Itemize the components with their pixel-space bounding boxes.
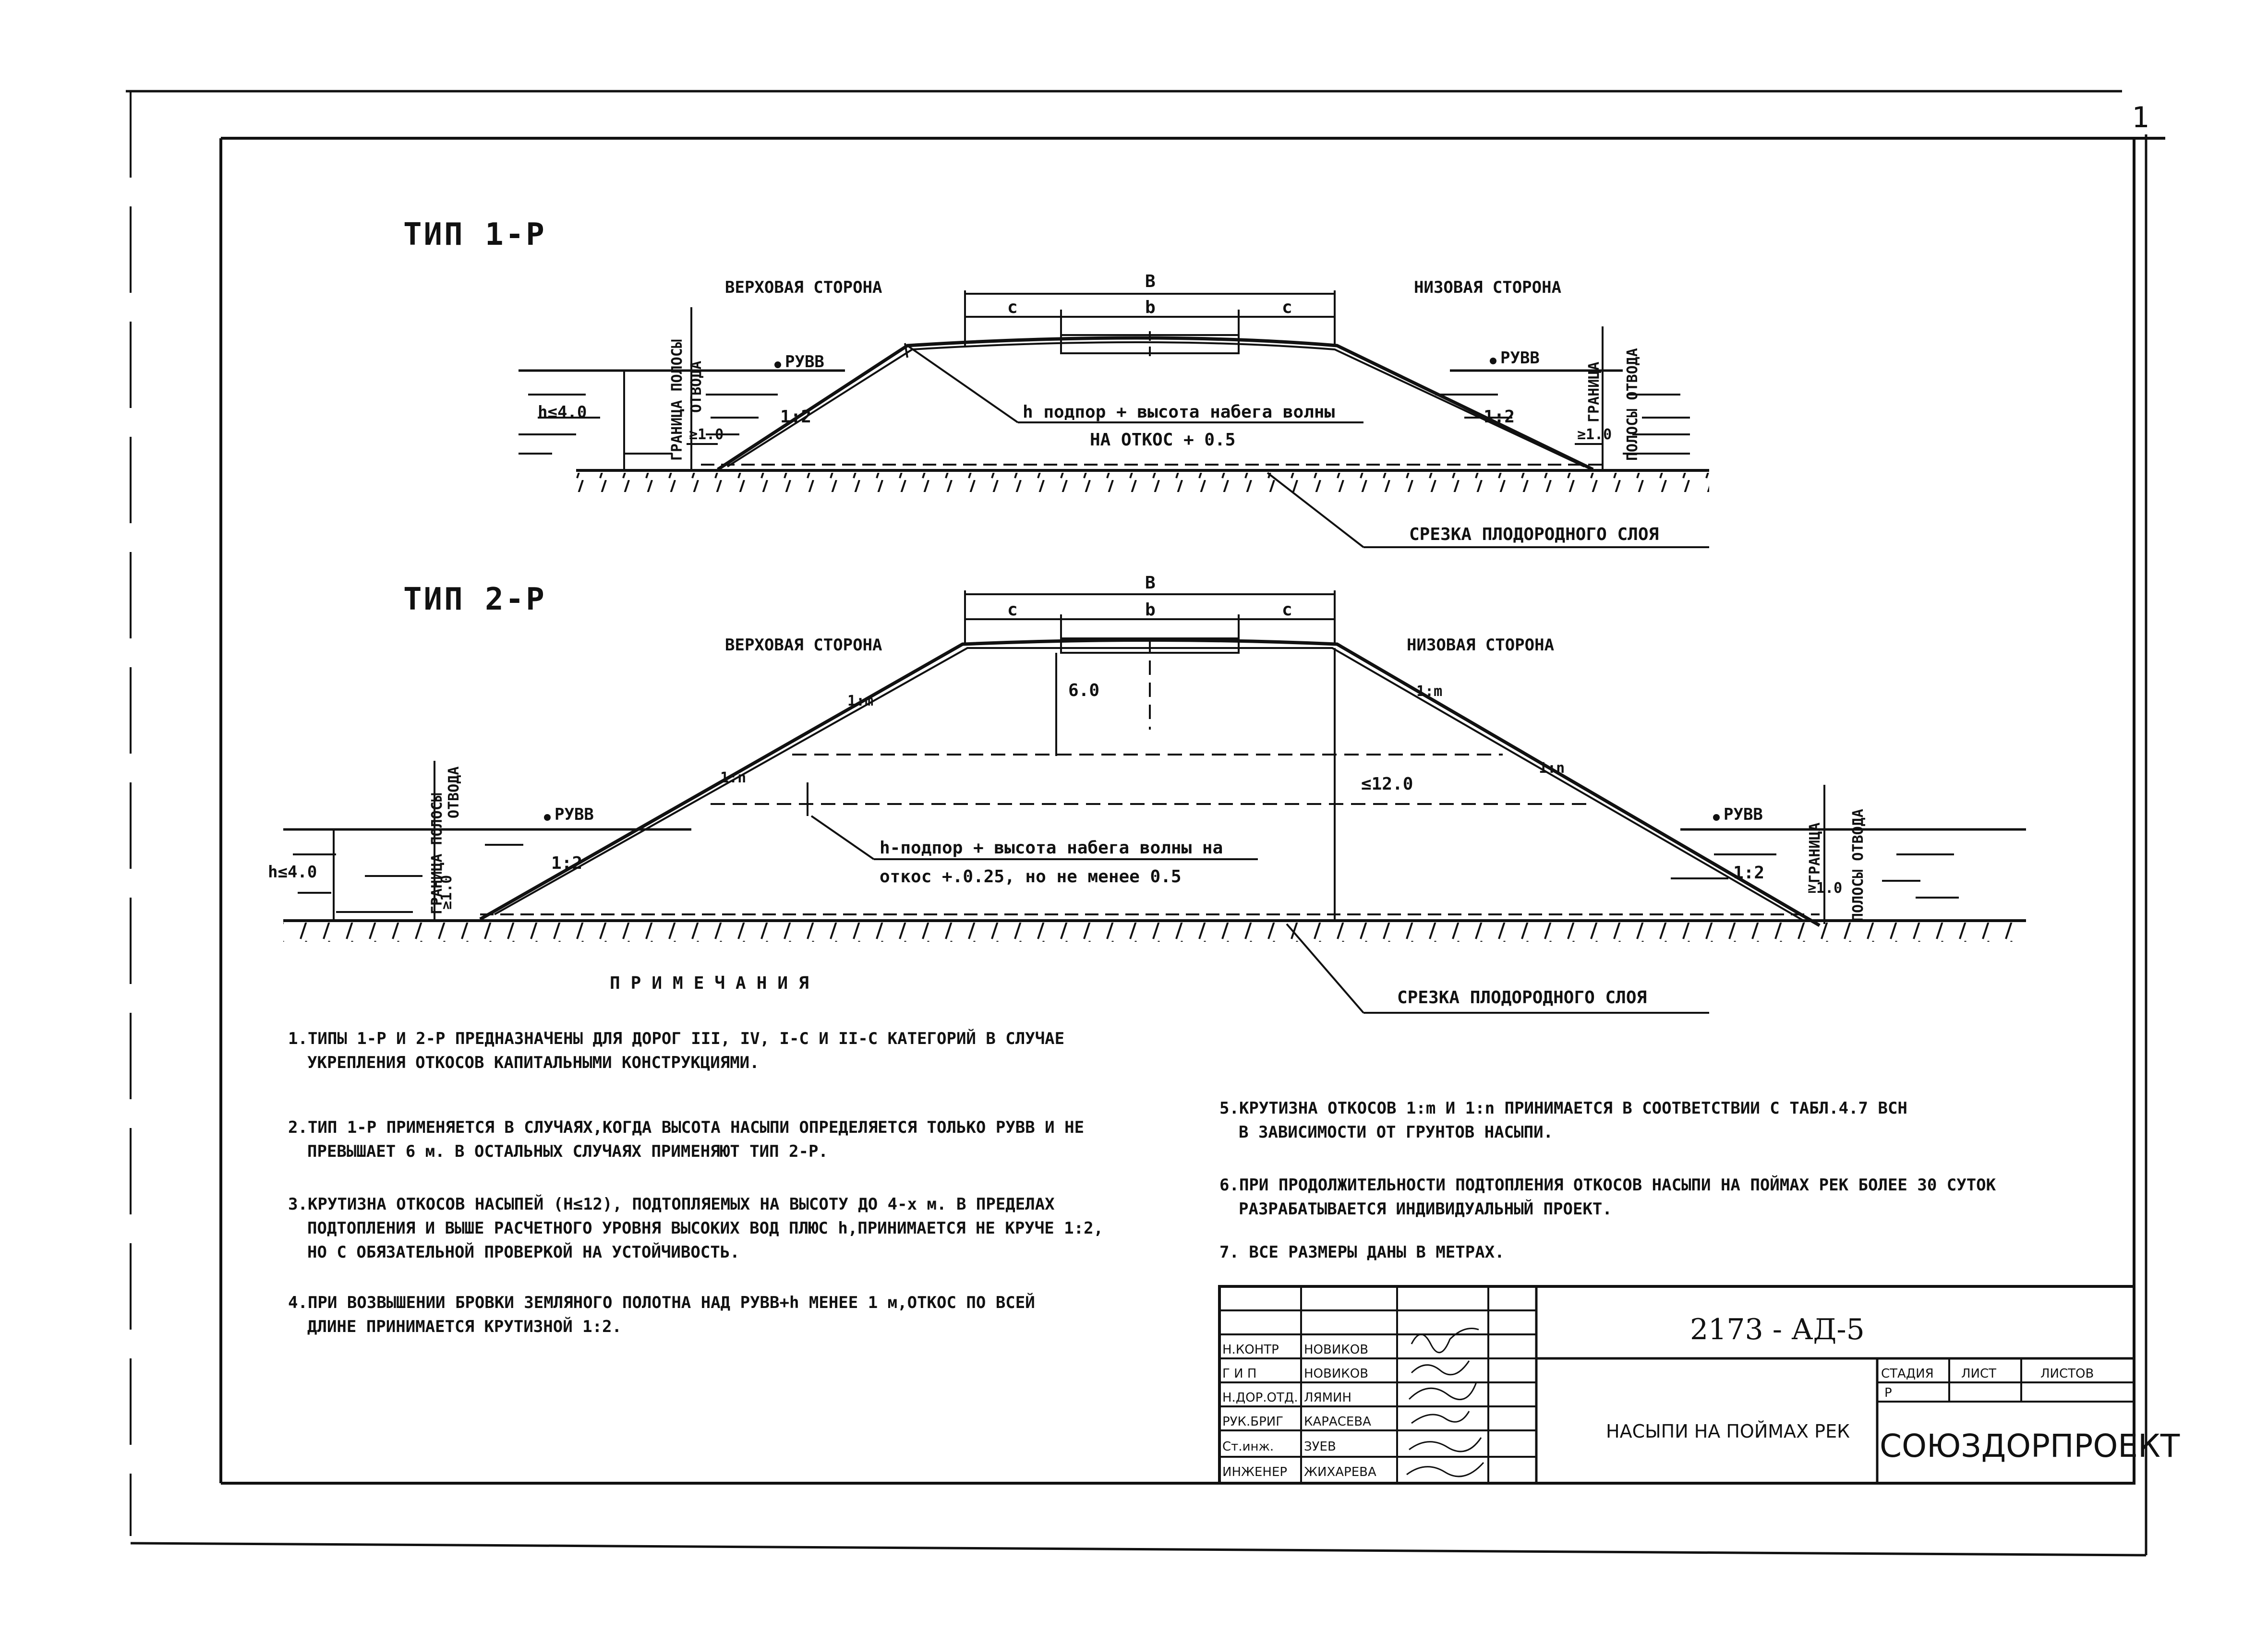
type2-water-right: РУВВ ≥1.0 ГРАНИЦА ПОЛОСЫ ОТВОДА: [1671, 785, 2026, 924]
type2-water-left: РУВВ h≤4.0 ≥1.0 ГРАНИЦА ПОЛОСЫ ОТВОДА: [268, 761, 691, 919]
stamp-name-3: ЛЯМИН: [1304, 1391, 1351, 1405]
type1-water-right: РУВВ 1:2 ≥1.0 ГРАНИЦА ПОЛОСЫ ОТВОДА: [1436, 326, 1690, 470]
note-5-line-1: 5.КРУТИЗНА ОТКОСОВ 1:m И 1:n ПРИНИМАЕТСЯ…: [1219, 1099, 1907, 1118]
type2-min-left: ≥1.0: [438, 875, 455, 910]
stamp-name-1: НОВИКОВ: [1304, 1343, 1368, 1357]
type2-callout-1: h-подпор + высота набега волны на: [880, 838, 1223, 858]
type2-soil-cut: СРЕЗКА ПЛОДОРОДНОГО СЛОЯ: [1397, 988, 1647, 1008]
signature-marks: [1406, 1328, 1484, 1477]
type2-title: ТИП 2-Р: [403, 582, 546, 617]
type2-slope-2-right: 1:2: [1733, 863, 1764, 883]
type1-boundary-right-2: ПОЛОСЫ ОТВОДА: [1624, 348, 1641, 461]
type2-slope-m-left: 1:m: [847, 693, 873, 709]
stamp-role-4: РУК.БРИГ: [1222, 1415, 1283, 1429]
type2-downstream-label: НИЗОВАЯ СТОРОНА: [1407, 636, 1554, 655]
type2-c-right-label: с: [1282, 600, 1292, 620]
type2-width-dimension: В с b с: [964, 573, 1336, 646]
stamp-name-4: КАРАСЕВА: [1304, 1415, 1371, 1429]
type2-slope-n-right: 1:n: [1539, 760, 1565, 777]
stamp-role-3: Н.ДОР.ОТД.: [1222, 1391, 1298, 1405]
outer-frame: [126, 90, 2147, 1557]
stamp-name-5: ЗУЕВ: [1304, 1440, 1336, 1454]
type1-upstream-label: ВЕРХОВАЯ СТОРОНА: [725, 278, 882, 297]
type1-callout-1: h подпор + высота набега волны: [1023, 402, 1335, 422]
note-6-line-1: 6.ПРИ ПРОДОЛЖИТЕЛЬНОСТИ ПОДТОПЛЕНИЯ ОТКО…: [1219, 1175, 1996, 1195]
type1-boundary-left-1: ГРАНИЦА ПОЛОСЫ: [669, 339, 686, 461]
stamp-stage-value: Р: [1884, 1386, 1892, 1400]
note-3-line-1: 3.КРУТИЗНА ОТКОСОВ НАСЫПЕЙ (Н≤12), ПОДТО…: [288, 1194, 1055, 1214]
stamp-sheet-header: ЛИСТ: [1961, 1367, 1996, 1381]
note-3-line-2: ПОДТОПЛЕНИЯ И ВЫШЕ РАСЧЕТНОГО УРОВНЯ ВЫС…: [307, 1219, 1103, 1238]
type1-section: ТИП 1-Р ВЕРХОВАЯ СТОРОНА НИЗОВАЯ СТОРОНА…: [403, 217, 1709, 548]
stamp-stage-header: СТАДИЯ: [1881, 1367, 1934, 1381]
type2-boundary-right-2: ПОЛОСЫ ОТВОДА: [1850, 809, 1867, 922]
type2-callout-2: откос +.0.25, но не менее 0.5: [880, 867, 1182, 887]
type1-water-left: РУВВ h≤4.0 ≥1.0 1:2 ГРАНИЦА ПОЛОСЫ ОТВОД…: [519, 307, 845, 470]
stamp-role-6: ИНЖЕНЕР: [1222, 1465, 1287, 1479]
type1-downstream-label: НИЗОВАЯ СТОРОНА: [1414, 278, 1561, 297]
type1-min-right: ≥1.0: [1577, 426, 1612, 443]
type2-boundary-left-2: ОТВОДА: [446, 767, 462, 818]
stamp-role-5: Ст.инж.: [1222, 1440, 1274, 1454]
stamp-organization: СОЮЗДОРПРОЕКТ: [1880, 1428, 2180, 1464]
type2-section: ТИП 2-Р ВЕРХОВАЯ СТОРОНА НИЗОВАЯ СТОРОНА…: [268, 573, 2026, 1014]
note-4-line-2: ДЛИНЕ ПРИНИМАЕТСЯ КРУТИЗНОЙ 1:2.: [307, 1317, 622, 1336]
stamp-name-6: ЖИХАРЕВА: [1304, 1465, 1376, 1479]
type1-c-right-label: с: [1282, 298, 1292, 317]
type2-boundary-right-1: ГРАНИЦА: [1807, 823, 1823, 883]
type1-embankment: [717, 331, 1594, 471]
note-7: 7. ВСЕ РАЗМЕРЫ ДАНЫ В МЕТРАХ.: [1219, 1243, 1505, 1262]
type2-ruvv-right: РУВВ: [1724, 805, 1763, 824]
stamp-sheets-header: ЛИСТОВ: [2040, 1367, 2094, 1381]
type2-callout: h-подпор + высота набега волны на откос …: [810, 815, 1709, 1014]
note-1-line-2: УКРЕПЛЕНИЯ ОТКОСОВ КАПИТАЛЬНЫМИ КОНСТРУК…: [307, 1053, 760, 1072]
type1-b-label: b: [1145, 298, 1156, 317]
note-1-line-1: 1.ТИПЫ 1-Р И 2-Р ПРЕДНАЗНАЧЕНЫ ДЛЯ ДОРОГ…: [288, 1029, 1064, 1048]
type2-dim-6: 6.0: [1068, 681, 1099, 700]
type2-ruvv-left: РУВВ: [555, 805, 594, 824]
type2-boundary-left-1: ГРАНИЦА ПОЛОСЫ: [429, 793, 446, 914]
stamp-role-1: Н.КОНТР: [1222, 1343, 1279, 1357]
type2-c-left-label: с: [1007, 600, 1018, 620]
type1-callout: h подпор + высота набега волны НА ОТКОС …: [906, 345, 1709, 548]
note-4-line-1: 4.ПРИ ВОЗВЫШЕНИИ БРОВКИ ЗЕМЛЯНОГО ПОЛОТН…: [288, 1293, 1035, 1312]
type1-ground: [576, 464, 1709, 492]
stamp-code: 2173 - АД-5: [1690, 1313, 1865, 1346]
note-6-line-2: РАЗРАБАТЫВАЕТСЯ ИНДИВИДУАЛЬНЫЙ ПРОЕКТ.: [1239, 1199, 1612, 1219]
notes-heading: ПРИМЕЧАНИЯ: [610, 973, 820, 993]
corner-mark: 1: [2132, 101, 2149, 134]
note-5-line-2: В ЗАВИСИМОСТИ ОТ ГРУНТОВ НАСЫПИ.: [1239, 1123, 1553, 1142]
note-2-line-2: ПРЕВЫШАЕТ 6 м. В ОСТАЛЬНЫХ СЛУЧАЯХ ПРИМЕ…: [307, 1142, 828, 1161]
type1-title: ТИП 1-Р: [403, 217, 546, 252]
type1-h-depth: h≤4.0: [538, 403, 587, 422]
type1-c-left-label: с: [1007, 298, 1018, 317]
type2-upstream-label: ВЕРХОВАЯ СТОРОНА: [725, 636, 882, 655]
type1-ruvv-right: РУВВ: [1500, 348, 1540, 368]
type2-b-label: b: [1145, 600, 1156, 620]
stamp-sheet-title: НАСЫПИ НА ПОЙМАХ РЕК: [1606, 1421, 1850, 1442]
stamp-role-2: Г И П: [1222, 1367, 1256, 1381]
type2-dim-12: ≤12.0: [1361, 774, 1413, 794]
type2-slope-2-left: 1:2: [551, 853, 582, 873]
type1-ruvv-left: РУВВ: [785, 352, 824, 372]
notes-block: ПРИМЕЧАНИЯ 1.ТИПЫ 1-Р И 2-Р ПРЕДНАЗНАЧЕН…: [288, 973, 1996, 1336]
type1-soil-cut: СРЕЗКА ПЛОДОРОДНОГО СЛОЯ: [1409, 525, 1659, 544]
type1-boundary-right-1: ГРАНИЦА: [1586, 362, 1603, 422]
type2-B-label: В: [1145, 573, 1156, 593]
type2-h-depth: h≤4.0: [268, 863, 317, 882]
type1-B-label: В: [1145, 272, 1156, 291]
stamp-name-2: НОВИКОВ: [1304, 1367, 1368, 1381]
type1-min-left: ≥1.0: [689, 426, 724, 443]
type1-callout-2: НА ОТКОС + 0.5: [1090, 430, 1235, 450]
note-2-line-1: 2.ТИП 1-Р ПРИМЕНЯЕТСЯ В СЛУЧАЯХ,КОГДА ВЫ…: [288, 1118, 1084, 1137]
title-block: Н.КОНТР НОВИКОВ Г И П НОВИКОВ Н.ДОР.ОТД.…: [1218, 1285, 2180, 1485]
type2-slope-n-left: 1:n: [720, 769, 746, 786]
type2-ground: [283, 913, 2026, 942]
type2-slope-m-right: 1:m: [1416, 683, 1442, 700]
type1-slope-right: 1:2: [1484, 407, 1515, 427]
note-3-line-3: НО С ОБЯЗАТЕЛЬНОЙ ПРОВЕРКОЙ НА УСТОЙЧИВО…: [307, 1242, 740, 1262]
type2-embankment: 6.0 ≤12.0 1:m 1:n 1:2 1:m 1:n 1:2: [479, 637, 1821, 927]
type1-slope-left: 1:2: [780, 407, 811, 427]
